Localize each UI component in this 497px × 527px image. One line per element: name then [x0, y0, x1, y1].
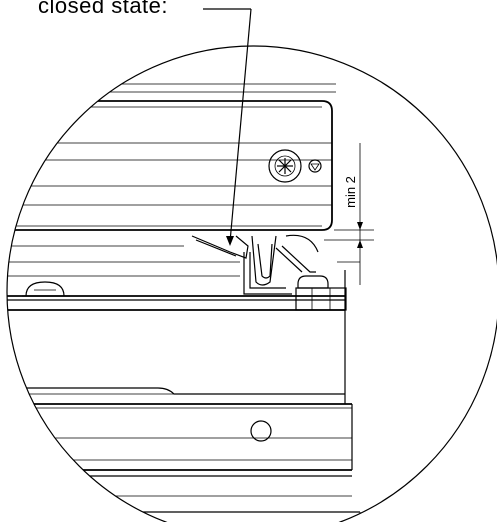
- mounting-hole: [250, 420, 272, 442]
- detail-circle: [6, 45, 497, 527]
- latch-mechanism: [191, 234, 319, 295]
- lower-rail: [7, 404, 361, 527]
- latch-screw: [295, 275, 347, 311]
- base-rail: [7, 245, 352, 409]
- upper-cover: [7, 83, 336, 231]
- cover-screw: [268, 149, 322, 183]
- callout-text: closed state:: [38, 0, 168, 18]
- dimension-label: min 2: [343, 176, 358, 208]
- callout-leader: [203, 8, 252, 246]
- left-screw: [22, 281, 70, 297]
- dimension-min-2: min 2: [324, 143, 374, 285]
- detail-content: [7, 83, 361, 527]
